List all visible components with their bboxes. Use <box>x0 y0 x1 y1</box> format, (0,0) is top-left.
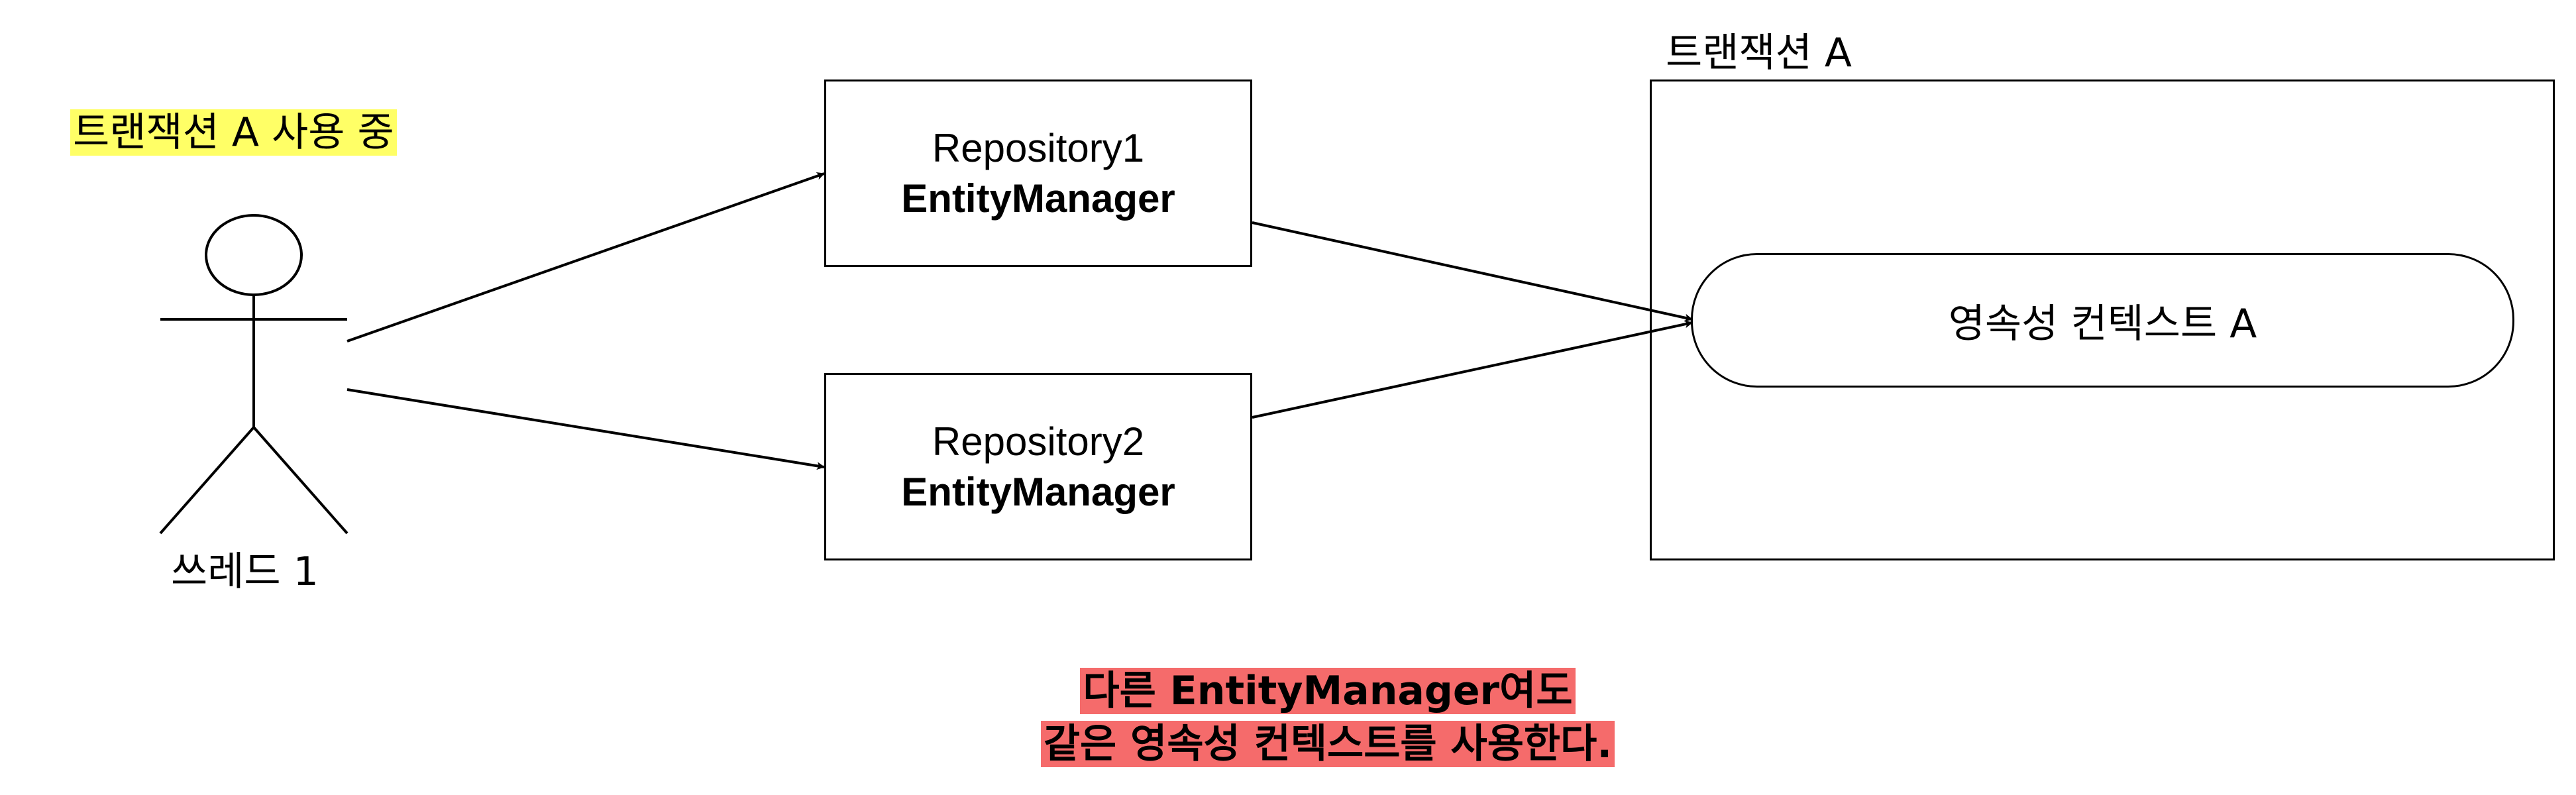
arrow-repository1-to-context <box>1252 221 1693 322</box>
transaction-label: 트랜잭션 A <box>1666 30 1852 76</box>
transaction-frame <box>1650 80 2555 560</box>
caption-line-2: 같은 영속성 컨텍스트를 사용한다. <box>1040 721 1615 767</box>
actor-figure <box>159 214 349 535</box>
repository1-entity-manager: EntityManager <box>901 176 1175 221</box>
actor-status-label: 트랜잭션 A 사용 중 <box>70 107 397 158</box>
repository2-box: Repository2 EntityManager <box>824 373 1252 560</box>
actor-head <box>205 214 303 296</box>
repository2-name: Repository2 <box>932 419 1145 464</box>
actor-status-text: 트랜잭션 A 사용 중 <box>70 109 397 156</box>
persistence-context: 영속성 컨텍스트 A <box>1691 253 2514 388</box>
repository1-name: Repository1 <box>932 125 1145 170</box>
arrow-repository2-to-context <box>1252 320 1693 419</box>
repository1-box: Repository1 EntityManager <box>824 80 1252 267</box>
arrow-actor-to-repository2 <box>347 388 825 470</box>
caption-line-1: 다른 EntityManager여도 <box>1080 668 1576 714</box>
actor-name: 쓰레드 1 <box>171 549 319 595</box>
diagram-caption: 다른 EntityManager여도 같은 영속성 컨텍스트를 사용한다. <box>957 664 1699 770</box>
actor-right-leg <box>252 426 349 535</box>
arrow-actor-to-repository1 <box>347 172 825 343</box>
actor-left-leg <box>159 426 255 535</box>
persistence-context-label: 영속성 컨텍스트 A <box>1948 301 2257 347</box>
repository2-entity-manager: EntityManager <box>901 469 1175 514</box>
